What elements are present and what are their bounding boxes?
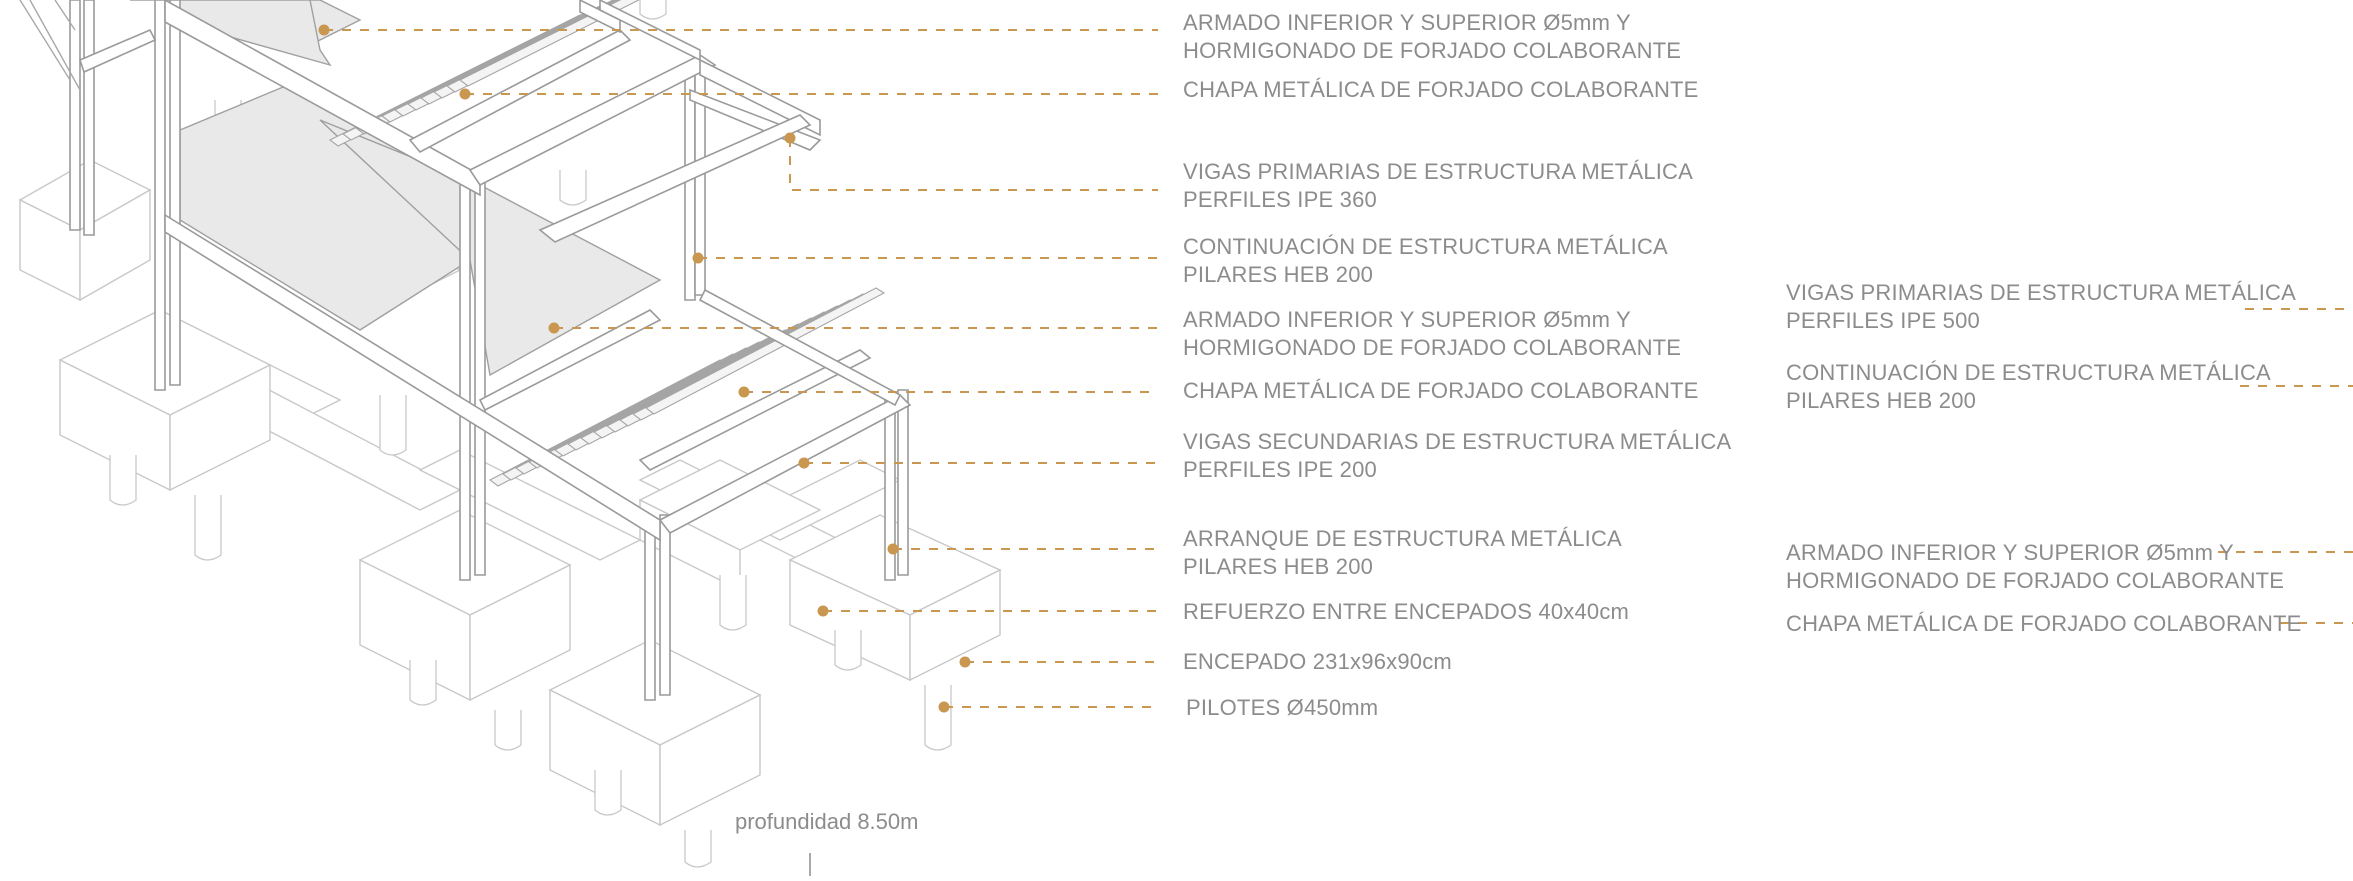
leader-lines-right xyxy=(2218,308,2353,624)
callout-5-line1: ARMADO INFERIOR Y SUPERIOR Ø5mm Y xyxy=(1183,307,1631,332)
callout-right-3-line2: HORMIGONADO DE FORJADO COLABORANTE xyxy=(1786,568,2284,593)
callout-11-line1: PILOTES Ø450mm xyxy=(1186,695,1378,720)
svg-text:VIGAS SECUNDARIAS DE ESTRUCTUR: VIGAS SECUNDARIAS DE ESTRUCTURA METÁLICA… xyxy=(1183,429,1731,482)
leader-dot xyxy=(784,132,796,144)
callout-7-line1: VIGAS SECUNDARIAS DE ESTRUCTURA METÁLICA xyxy=(1183,429,1731,454)
svg-text:ARMADO INFERIOR Y SUPERIOR Ø5m: ARMADO INFERIOR Y SUPERIOR Ø5mm Y HORMIGO… xyxy=(1786,540,2284,593)
callout-labels-right: VIGAS PRIMARIAS DE ESTRUCTURA METÁLICA PE… xyxy=(1786,280,2302,636)
callout-right-1-line2: PERFILES IPE 500 xyxy=(1786,308,1980,333)
callout-right-4-line1: CHAPA METÁLICA DE FORJADO COLABORANTE xyxy=(1786,611,2302,636)
depth-annotation: profundidad 8.50m xyxy=(735,809,918,876)
callout-4-line2: PILARES HEB 200 xyxy=(1183,262,1373,287)
svg-text:ARRANQUE DE ESTRUCTURA METÁLIC: ARRANQUE DE ESTRUCTURA METÁLICA PILARES H… xyxy=(1183,526,1622,579)
leader-lines-main xyxy=(318,24,1158,713)
depth-label: profundidad 8.50m xyxy=(735,809,918,834)
callout-8-line2: PILARES HEB 200 xyxy=(1183,554,1373,579)
callout-right-2-line1: CONTINUACIÓN DE ESTRUCTURA METÁLICA xyxy=(1786,360,2271,385)
svg-text:VIGAS PRIMARIAS DE ESTRUCTURA: VIGAS PRIMARIAS DE ESTRUCTURA METÁLICA PE… xyxy=(1786,280,2296,333)
svg-text:CHAPA METÁLICA DE FORJADO COLA: CHAPA METÁLICA DE FORJADO COLABORANTE xyxy=(1786,611,2302,636)
steel-frame xyxy=(19,0,912,701)
svg-text:CONTINUACIÓN DE ESTRUCTURA MET: CONTINUACIÓN DE ESTRUCTURA METÁLICA PILAR… xyxy=(1183,234,1668,287)
svg-text:ARMADO INFERIOR Y SUPERIOR Ø5m: ARMADO INFERIOR Y SUPERIOR Ø5mm Y HORMIGO… xyxy=(1183,307,1681,360)
svg-text:ARMADO INFERIOR Y SUPERIOR Ø5m: ARMADO INFERIOR Y SUPERIOR Ø5mm Y HORMIGO… xyxy=(1183,10,1681,63)
leader-dot xyxy=(938,701,950,713)
leader-dot xyxy=(692,252,704,264)
callout-3-line2: PERFILES IPE 360 xyxy=(1183,187,1377,212)
deck-rib-lower xyxy=(644,287,886,415)
svg-text:VIGAS PRIMARIAS DE ESTRUCTURA: VIGAS PRIMARIAS DE ESTRUCTURA METÁLICA PE… xyxy=(1183,159,1693,212)
callout-3-line1: VIGAS PRIMARIAS DE ESTRUCTURA METÁLICA xyxy=(1183,159,1693,184)
callout-6-line1: CHAPA METÁLICA DE FORJADO COLABORANTE xyxy=(1183,378,1699,403)
leader-dot xyxy=(798,457,810,469)
svg-text:CHAPA METÁLICA DE FORJADO COLA: CHAPA METÁLICA DE FORJADO COLABORANTE xyxy=(1183,77,1699,102)
leader-dot xyxy=(817,605,829,617)
callout-2-line1: CHAPA METÁLICA DE FORJADO COLABORANTE xyxy=(1183,77,1699,102)
svg-text:CHAPA METÁLICA DE FORJADO COLA: CHAPA METÁLICA DE FORJADO COLABORANTE xyxy=(1183,378,1699,403)
leader-dot xyxy=(887,543,899,555)
callout-7-line2: PERFILES IPE 200 xyxy=(1183,457,1377,482)
leader-dot xyxy=(959,656,971,668)
leader-dot xyxy=(738,386,750,398)
callout-right-3-line1: ARMADO INFERIOR Y SUPERIOR Ø5mm Y xyxy=(1786,540,2234,565)
callout-4-line1: CONTINUACIÓN DE ESTRUCTURA METÁLICA xyxy=(1183,234,1668,259)
corrugated-deck-upper xyxy=(328,0,640,147)
callout-5-line2: HORMIGONADO DE FORJADO COLABORANTE xyxy=(1183,335,1681,360)
svg-text:PILOTES Ø450mm: PILOTES Ø450mm xyxy=(1186,695,1378,720)
leader-dot xyxy=(318,24,330,36)
callout-9-line1: REFUERZO ENTRE ENCEPADOS 40x40cm xyxy=(1183,599,1629,624)
callout-8-line1: ARRANQUE DE ESTRUCTURA METÁLICA xyxy=(1183,526,1622,551)
svg-text:ENCEPADO 231x96x90cm: ENCEPADO 231x96x90cm xyxy=(1183,649,1452,674)
svg-text:REFUERZO ENTRE ENCEPADOS 40x40: REFUERZO ENTRE ENCEPADOS 40x40cm xyxy=(1183,599,1629,624)
callout-10-line1: ENCEPADO 231x96x90cm xyxy=(1183,649,1452,674)
svg-text:CONTINUACIÓN DE ESTRUCTURA MET: CONTINUACIÓN DE ESTRUCTURA METÁLICA PILAR… xyxy=(1786,360,2271,413)
callout-right-1-line1: VIGAS PRIMARIAS DE ESTRUCTURA METÁLICA xyxy=(1786,280,2296,305)
callout-labels-main: ARMADO INFERIOR Y SUPERIOR Ø5mm Y HORMIGO… xyxy=(1183,10,1731,720)
callout-1-line2: HORMIGONADO DE FORJADO COLABORANTE xyxy=(1183,38,1681,63)
callout-right-2-line2: PILARES HEB 200 xyxy=(1786,388,1976,413)
leader-dot xyxy=(548,322,560,334)
leader-line xyxy=(789,138,1158,191)
leader-dot xyxy=(459,88,471,100)
deck-rib-upper xyxy=(458,0,640,87)
callout-1-line1: ARMADO INFERIOR Y SUPERIOR Ø5mm Y xyxy=(1183,10,1631,35)
